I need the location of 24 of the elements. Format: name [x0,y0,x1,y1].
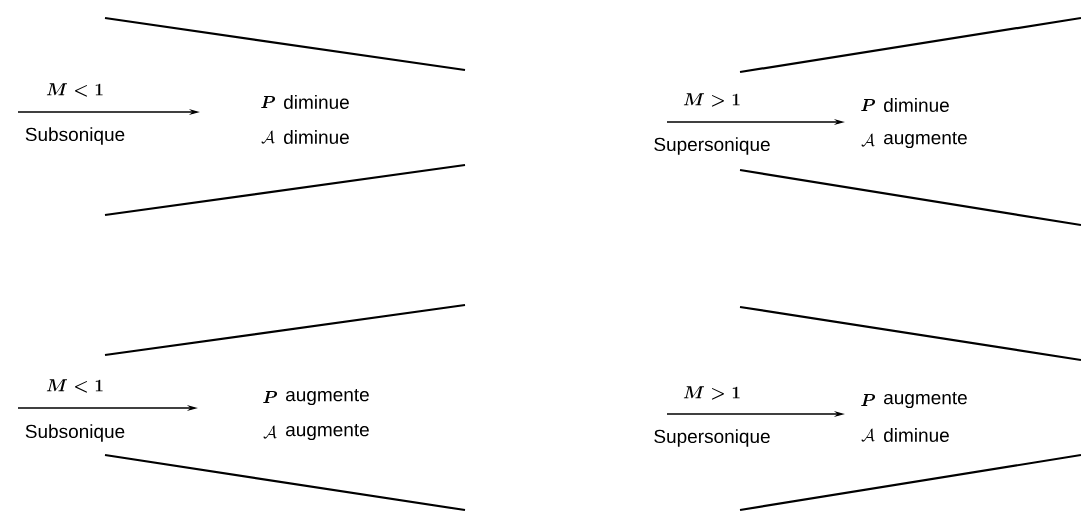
property-label: augmente [884,391,967,409]
property-label: diminue [884,98,949,112]
pressure-symbol: $P$ [261,96,276,108]
area-symbol: $\mathcal{A}$ [261,130,275,144]
property-label: augmente [286,423,369,441]
area-symbol: $\mathcal{A}$ [263,425,277,439]
property-label: augmente [286,388,369,406]
area-symbol: $\mathcal{A}$ [861,428,875,442]
property-label: augmente [884,131,967,149]
mach-label: $M>1$ [683,386,740,400]
mach-label: $M>1$ [683,93,740,107]
flow-label: Subsonique [25,127,125,145]
area-symbol: $\mathcal{A}$ [861,133,875,147]
pressure-symbol: $P$ [861,394,876,406]
flow-label: Supersonique [654,429,770,447]
flow-label: Supersonique [654,137,770,155]
flow-label: Subsonique [25,424,125,442]
pressure-symbol: $P$ [263,391,278,403]
property-label: diminue [284,130,349,144]
property-label: diminue [884,428,949,442]
property-label: diminue [284,95,349,109]
mach-label: $M<1$ [46,379,103,393]
mach-label: $M<1$ [46,83,103,97]
pressure-symbol: $P$ [861,99,876,111]
